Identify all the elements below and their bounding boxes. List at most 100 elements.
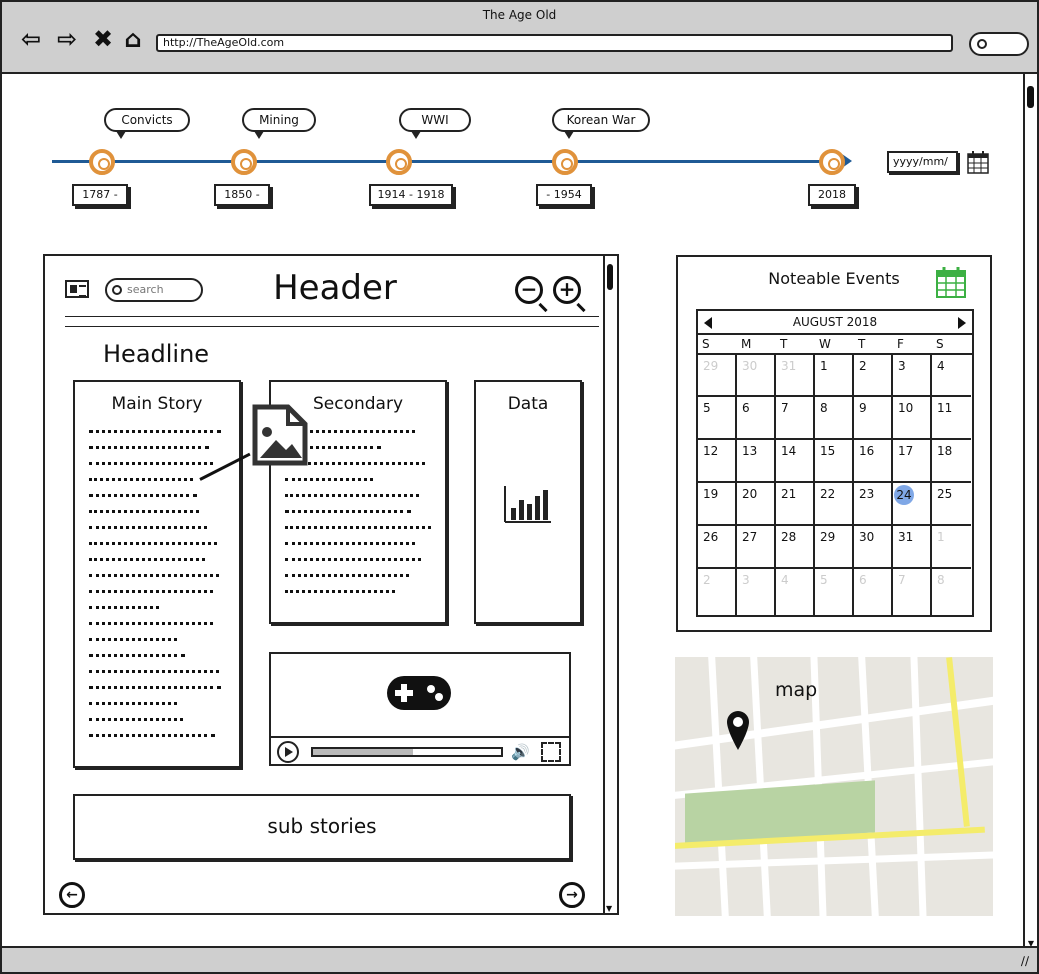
calendar-day[interactable]: 20 xyxy=(737,483,776,526)
calendar-icon[interactable] xyxy=(967,150,989,174)
calendar-day-number: 31 xyxy=(781,359,797,373)
timeline-bubble-korean-war: Korean War xyxy=(552,108,650,139)
calendar-day[interactable]: 5 xyxy=(815,569,854,615)
weekday-label: F xyxy=(897,337,904,351)
window-scrollbar[interactable]: ▼ xyxy=(1023,74,1037,950)
calendar-day[interactable]: 9 xyxy=(854,397,893,440)
scrollbar-thumb[interactable] xyxy=(607,264,613,290)
data-card[interactable]: Data xyxy=(474,380,582,624)
calendar-day[interactable]: 3 xyxy=(737,569,776,615)
calendar-day[interactable]: 21 xyxy=(776,483,815,526)
calendar-day[interactable]: 23 xyxy=(854,483,893,526)
timeline-node-2018[interactable] xyxy=(819,149,845,175)
calendar-day[interactable]: 6 xyxy=(854,569,893,615)
calendar-day[interactable]: 25 xyxy=(932,483,971,526)
calendar-day[interactable]: 18 xyxy=(932,440,971,483)
calendar-day-selected[interactable]: 24 xyxy=(893,483,932,526)
browser-search-button[interactable] xyxy=(969,32,1029,56)
calendar-day[interactable]: 1 xyxy=(815,355,854,397)
calendar-day[interactable]: 8 xyxy=(932,569,971,615)
back-icon[interactable]: ⇦ xyxy=(20,25,42,53)
prev-arrow-icon[interactable]: ← xyxy=(59,882,85,908)
main-story-card[interactable]: Main Story xyxy=(73,380,241,768)
forward-icon[interactable]: ⇨ xyxy=(56,25,78,53)
calendar-day[interactable]: 6 xyxy=(737,397,776,440)
calendar-day[interactable]: 3 xyxy=(893,355,932,397)
calendar-day[interactable]: 19 xyxy=(698,483,737,526)
map-pin-icon[interactable] xyxy=(726,709,750,751)
calendar-day[interactable]: 7 xyxy=(776,397,815,440)
video-progress-bar[interactable] xyxy=(311,747,503,757)
video-player[interactable]: 🔊 xyxy=(269,652,571,766)
text-placeholder xyxy=(89,622,213,626)
calendar-day[interactable]: 22 xyxy=(815,483,854,526)
scrollbar-thumb[interactable] xyxy=(1027,86,1034,108)
calendar-green-icon[interactable] xyxy=(936,266,966,298)
text-placeholder xyxy=(89,734,215,738)
timeline-node-1954[interactable] xyxy=(552,149,578,175)
calendar-day[interactable]: 11 xyxy=(932,397,971,440)
calendar-day[interactable]: 30 xyxy=(737,355,776,397)
close-icon[interactable]: ✖ xyxy=(92,25,114,53)
calendar-day[interactable]: 10 xyxy=(893,397,932,440)
text-placeholder xyxy=(89,686,221,690)
resize-grip-icon[interactable]: ∕∕ xyxy=(1020,954,1029,968)
sub-stories-box[interactable]: sub stories xyxy=(73,794,571,860)
article-search-input[interactable]: search xyxy=(105,278,203,302)
secondary-story-card[interactable]: Secondary xyxy=(269,380,447,624)
fullscreen-icon[interactable] xyxy=(541,742,561,762)
calendar-day-number: 30 xyxy=(742,359,758,373)
calendar-day[interactable]: 31 xyxy=(893,526,932,569)
calendar-day[interactable]: 28 xyxy=(776,526,815,569)
calendar-day[interactable]: 31 xyxy=(776,355,815,397)
date-input[interactable]: yyyy/mm/ xyxy=(887,151,958,173)
calendar-day[interactable]: 13 xyxy=(737,440,776,483)
window-title: The Age Old xyxy=(482,8,557,22)
calendar-day[interactable]: 26 xyxy=(698,526,737,569)
status-bar: ∕∕ xyxy=(2,946,1037,972)
calendar-day[interactable]: 2 xyxy=(698,569,737,615)
calendar-day-number: 31 xyxy=(898,530,914,544)
url-input[interactable]: http://TheAgeOld.com xyxy=(156,34,953,52)
zoom-out-icon[interactable]: − xyxy=(515,276,543,304)
calendar-day[interactable]: 8 xyxy=(815,397,854,440)
text-placeholder xyxy=(285,430,415,434)
prev-month-icon[interactable] xyxy=(704,317,712,329)
calendar-day[interactable]: 5 xyxy=(698,397,737,440)
scroll-down-icon[interactable]: ▼ xyxy=(1027,939,1035,948)
calendar-day[interactable]: 29 xyxy=(698,355,737,397)
calendar-day[interactable]: 12 xyxy=(698,440,737,483)
calendar-day[interactable]: 15 xyxy=(815,440,854,483)
home-icon[interactable]: ⌂ xyxy=(124,25,142,53)
newspaper-icon[interactable] xyxy=(65,280,89,298)
calendar-day[interactable]: 27 xyxy=(737,526,776,569)
calendar-day[interactable]: 29 xyxy=(815,526,854,569)
search-icon xyxy=(977,39,987,49)
calendar-day[interactable]: 1 xyxy=(932,526,971,569)
text-placeholder xyxy=(89,718,183,722)
header-divider xyxy=(65,326,599,327)
panel-scrollbar[interactable]: ▼ xyxy=(603,256,617,913)
next-arrow-icon[interactable]: → xyxy=(559,882,585,908)
calendar-day[interactable]: 30 xyxy=(854,526,893,569)
scroll-down-icon[interactable]: ▼ xyxy=(606,904,613,913)
volume-icon[interactable]: 🔊 xyxy=(511,743,530,761)
text-placeholder xyxy=(89,446,209,450)
timeline-date-1954: - 1954 xyxy=(536,184,592,206)
timeline-node-1787[interactable] xyxy=(89,149,115,175)
timeline-node-1850[interactable] xyxy=(231,149,257,175)
play-icon[interactable] xyxy=(277,741,299,763)
calendar-day[interactable]: 4 xyxy=(932,355,971,397)
calendar-day[interactable]: 14 xyxy=(776,440,815,483)
calendar-day[interactable]: 4 xyxy=(776,569,815,615)
zoom-in-icon[interactable]: + xyxy=(553,276,581,304)
calendar-day[interactable]: 16 xyxy=(854,440,893,483)
map-view[interactable]: map xyxy=(675,657,993,916)
image-icon[interactable] xyxy=(252,404,308,466)
calendar-day[interactable]: 17 xyxy=(893,440,932,483)
calendar-day[interactable]: 2 xyxy=(854,355,893,397)
next-month-icon[interactable] xyxy=(958,317,966,329)
calendar-day-number: 4 xyxy=(781,573,789,587)
calendar-day[interactable]: 7 xyxy=(893,569,932,615)
timeline-node-1914[interactable] xyxy=(386,149,412,175)
